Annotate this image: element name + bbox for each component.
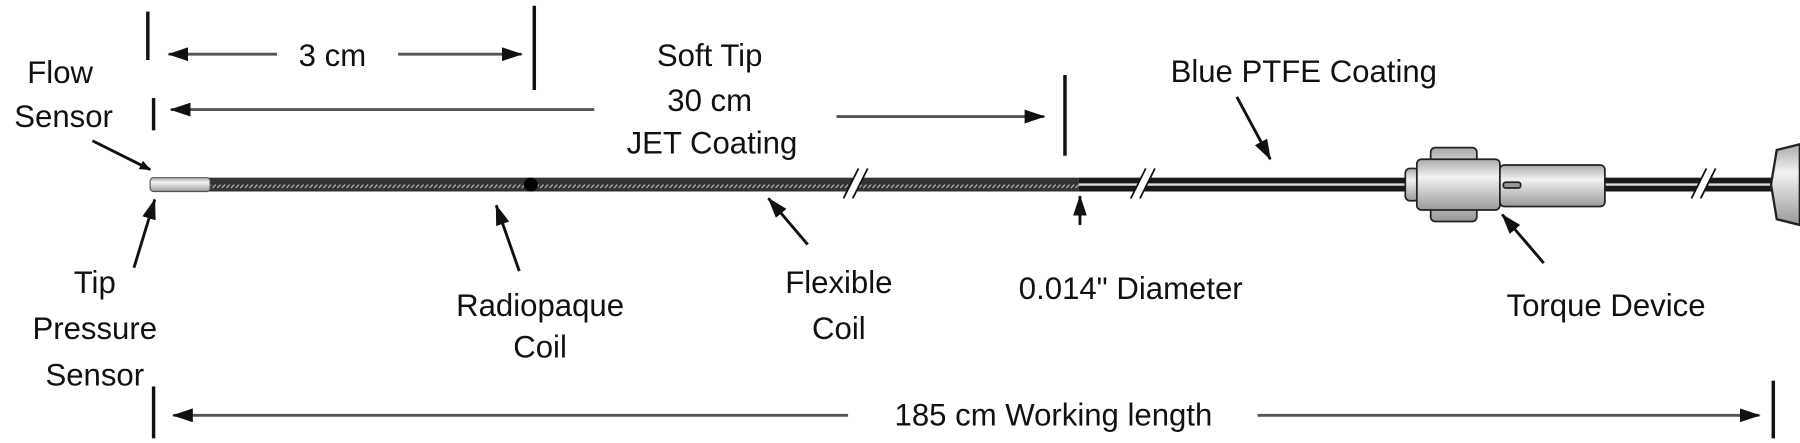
sensor-tip (149, 177, 211, 193)
svg-text:Blue PTFE Coating: Blue PTFE Coating (1171, 54, 1437, 89)
diameter-label: 0.014" Diameter (1019, 194, 1243, 306)
tip-pressure-sensor-label: Tip Pressure Sensor (32, 198, 157, 392)
arrow (1235, 96, 1272, 161)
arrow (132, 198, 157, 269)
svg-text:Sensor: Sensor (14, 99, 113, 134)
svg-text:Pressure: Pressure (32, 311, 157, 346)
working-length-dimension: 185 cm Working length (151, 380, 1776, 439)
soft-tip-dimension: Soft Tip 30 cm JET Coating (151, 38, 1067, 160)
radiopaque-marker (523, 177, 538, 192)
flow-sensor-label: Flow Sensor (14, 55, 152, 171)
three-cm-label: 3 cm (299, 38, 366, 73)
svg-text:Sensor: Sensor (45, 357, 144, 392)
arrow (767, 197, 809, 246)
svg-text:30 cm: 30 cm (667, 83, 752, 118)
svg-text:Soft Tip: Soft Tip (657, 38, 763, 73)
torque-device (1404, 146, 1606, 223)
arrow (1501, 213, 1545, 264)
svg-text:185 cm Working length: 185 cm Working length (895, 398, 1213, 433)
svg-text:Flexible: Flexible (785, 265, 892, 300)
radiopaque-coil-label: Radiopaque Coil (456, 204, 624, 365)
svg-text:Coil: Coil (513, 330, 567, 365)
arrow (91, 139, 152, 171)
svg-text:Tip: Tip (74, 265, 116, 300)
blue-ptfe-label: Blue PTFE Coating (1171, 54, 1437, 161)
break-marks (843, 166, 1716, 201)
three-cm-dimension: 3 cm (146, 5, 537, 90)
svg-text:Coil: Coil (812, 311, 866, 346)
torque-device-label: Torque Device (1501, 213, 1706, 323)
coil-section (207, 177, 1079, 192)
connector (1769, 142, 1800, 227)
flexible-coil-label: Flexible Coil (767, 197, 892, 346)
svg-text:JET Coating: JET Coating (627, 125, 798, 160)
svg-text:Flow: Flow (27, 55, 93, 90)
svg-text:Radiopaque: Radiopaque (456, 288, 624, 323)
svg-text:Torque Device: Torque Device (1507, 288, 1706, 323)
svg-text:0.014" Diameter: 0.014" Diameter (1019, 271, 1243, 306)
arrow (494, 204, 521, 272)
